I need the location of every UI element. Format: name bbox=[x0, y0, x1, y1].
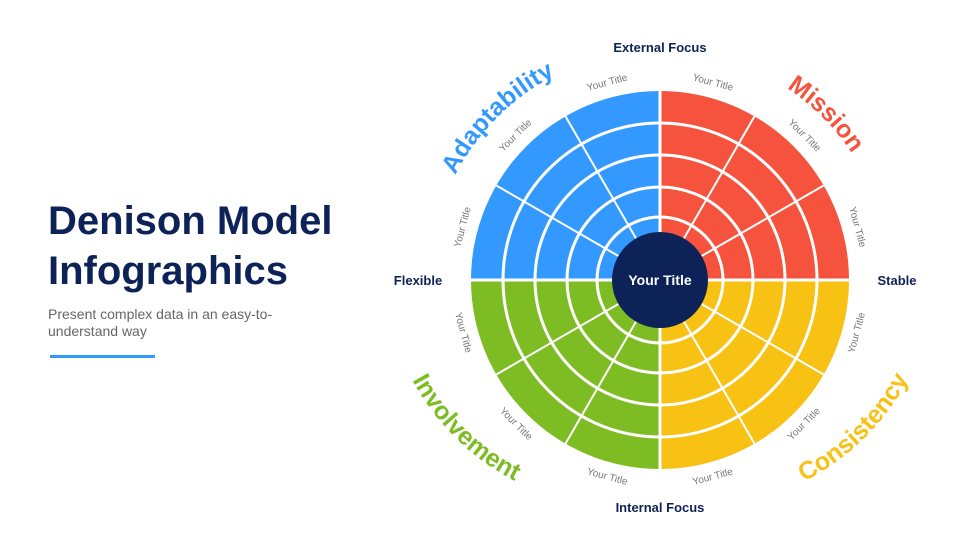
segment-divider bbox=[564, 321, 637, 445]
segment-divider bbox=[564, 115, 637, 239]
segment-label: Your Title bbox=[691, 72, 734, 93]
center-circle[interactable] bbox=[612, 232, 708, 328]
quadrant-involvement[interactable] bbox=[471, 280, 660, 469]
segment-label: Your Title bbox=[452, 311, 473, 354]
segment-divider bbox=[701, 303, 825, 376]
quadrant-adaptability[interactable] bbox=[471, 91, 660, 280]
accent-divider bbox=[50, 355, 155, 358]
segment-label: Your Title bbox=[586, 467, 629, 488]
segment-divider bbox=[683, 115, 756, 239]
segment-label: Your Title bbox=[452, 205, 473, 248]
quadrant-consistency[interactable] bbox=[660, 280, 849, 469]
title-line-1: Denison Model bbox=[48, 199, 333, 243]
axis-label-top: External Focus bbox=[613, 40, 706, 55]
segment-label: Your Title bbox=[846, 206, 867, 249]
segment-divider bbox=[683, 321, 756, 445]
segment-divider bbox=[701, 184, 825, 257]
axis-label-bottom: Internal Focus bbox=[616, 500, 705, 515]
segment-divider bbox=[495, 184, 619, 257]
segment-divider bbox=[495, 303, 619, 376]
center-label: Your Title bbox=[628, 272, 691, 288]
segment-label: Your Title bbox=[691, 466, 734, 487]
axis-label-right: Stable bbox=[877, 273, 916, 288]
quadrant-title-mission: Mission bbox=[783, 70, 870, 157]
segment-label: Your Title bbox=[847, 311, 868, 354]
axis-label-left: Flexible bbox=[394, 273, 442, 288]
segment-label: Your Title bbox=[586, 72, 629, 93]
subtitle: Present complex data in an easy-to-under… bbox=[48, 306, 273, 339]
title-line-2: Infographics bbox=[48, 249, 289, 293]
quadrant-mission[interactable] bbox=[660, 91, 849, 280]
